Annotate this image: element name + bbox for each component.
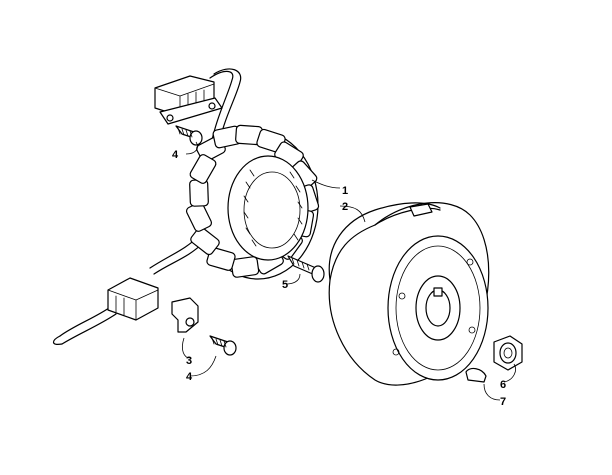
lower-connector [107,277,159,321]
label-woodruff-key: 7 [500,396,506,408]
wire-clamp [171,297,199,333]
label-screw-lower: 4 [186,371,193,383]
label-flywheel: 2 [342,201,348,213]
label-flywheel-nut: 6 [500,379,506,391]
screw-lower [209,335,237,356]
label-clamp: 3 [186,355,192,367]
screw-upper [175,125,203,146]
stator [185,124,320,280]
flywheel-nut [493,335,523,371]
stator-bolt [287,255,325,283]
label-stator: 1 [342,185,348,197]
woodruff-key [465,367,487,383]
part-labels: 1 2 3 4 4 5 6 7 [172,149,506,408]
leader-lines [182,141,516,401]
upper-connector [154,75,223,125]
label-stator-bolt: 5 [282,279,288,291]
label-screw-upper: 4 [172,149,179,161]
flywheel [328,202,490,386]
